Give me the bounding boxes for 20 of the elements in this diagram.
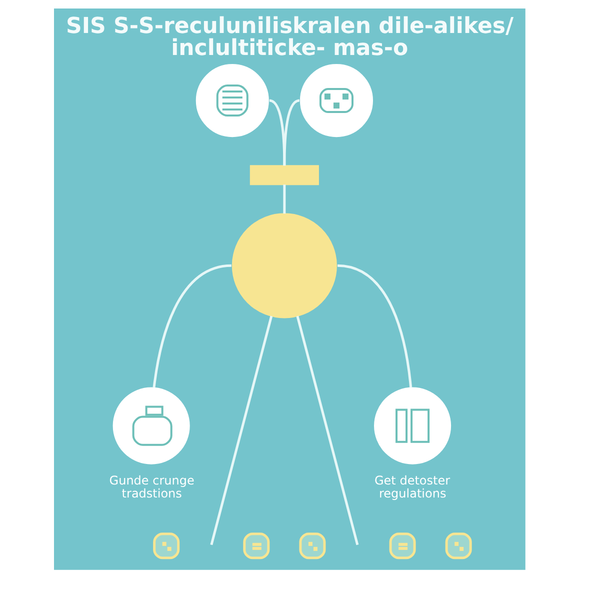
connector	[282, 184, 286, 214]
connector	[210, 316, 272, 546]
node-circle	[112, 387, 190, 464]
node-circle	[195, 64, 268, 138]
node-picture	[242, 532, 270, 560]
node-label: Get detoster regulations	[374, 473, 450, 500]
node-picture	[444, 532, 472, 560]
node-bar	[249, 165, 318, 186]
connector	[152, 264, 232, 388]
node-circle	[374, 387, 451, 464]
node-picture	[152, 532, 180, 560]
diagram-title: SIS S-S-reculuniliskralen dile-alikes/ inclultiticke- mas-o	[66, 14, 514, 62]
node-circle	[299, 64, 372, 138]
connector	[296, 316, 358, 546]
node-picture	[388, 532, 416, 560]
connector	[282, 99, 300, 166]
node-circle	[231, 213, 336, 318]
connector	[336, 264, 412, 388]
node-picture	[298, 532, 326, 560]
node-label: Gunde crunge tradstions	[108, 473, 194, 500]
